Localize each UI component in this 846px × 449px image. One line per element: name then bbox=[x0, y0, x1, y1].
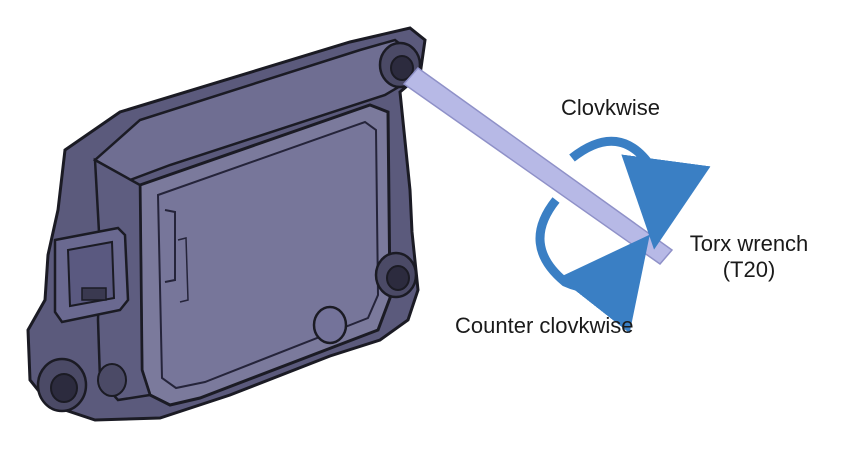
tool-label: Torx wrench (T20) bbox=[664, 231, 834, 283]
tool-size-label: (T20) bbox=[722, 257, 776, 282]
counter-clockwise-label: Counter clovkwise bbox=[455, 313, 634, 338]
clockwise-arrow-icon bbox=[569, 136, 711, 250]
torx-wrench bbox=[402, 66, 674, 266]
radar-module bbox=[26, 26, 427, 422]
clockwise-label: Clovkwise bbox=[561, 95, 661, 120]
counter-clockwise-arrow-icon bbox=[535, 197, 650, 334]
tool-name-label: Torx wrench bbox=[689, 231, 809, 256]
